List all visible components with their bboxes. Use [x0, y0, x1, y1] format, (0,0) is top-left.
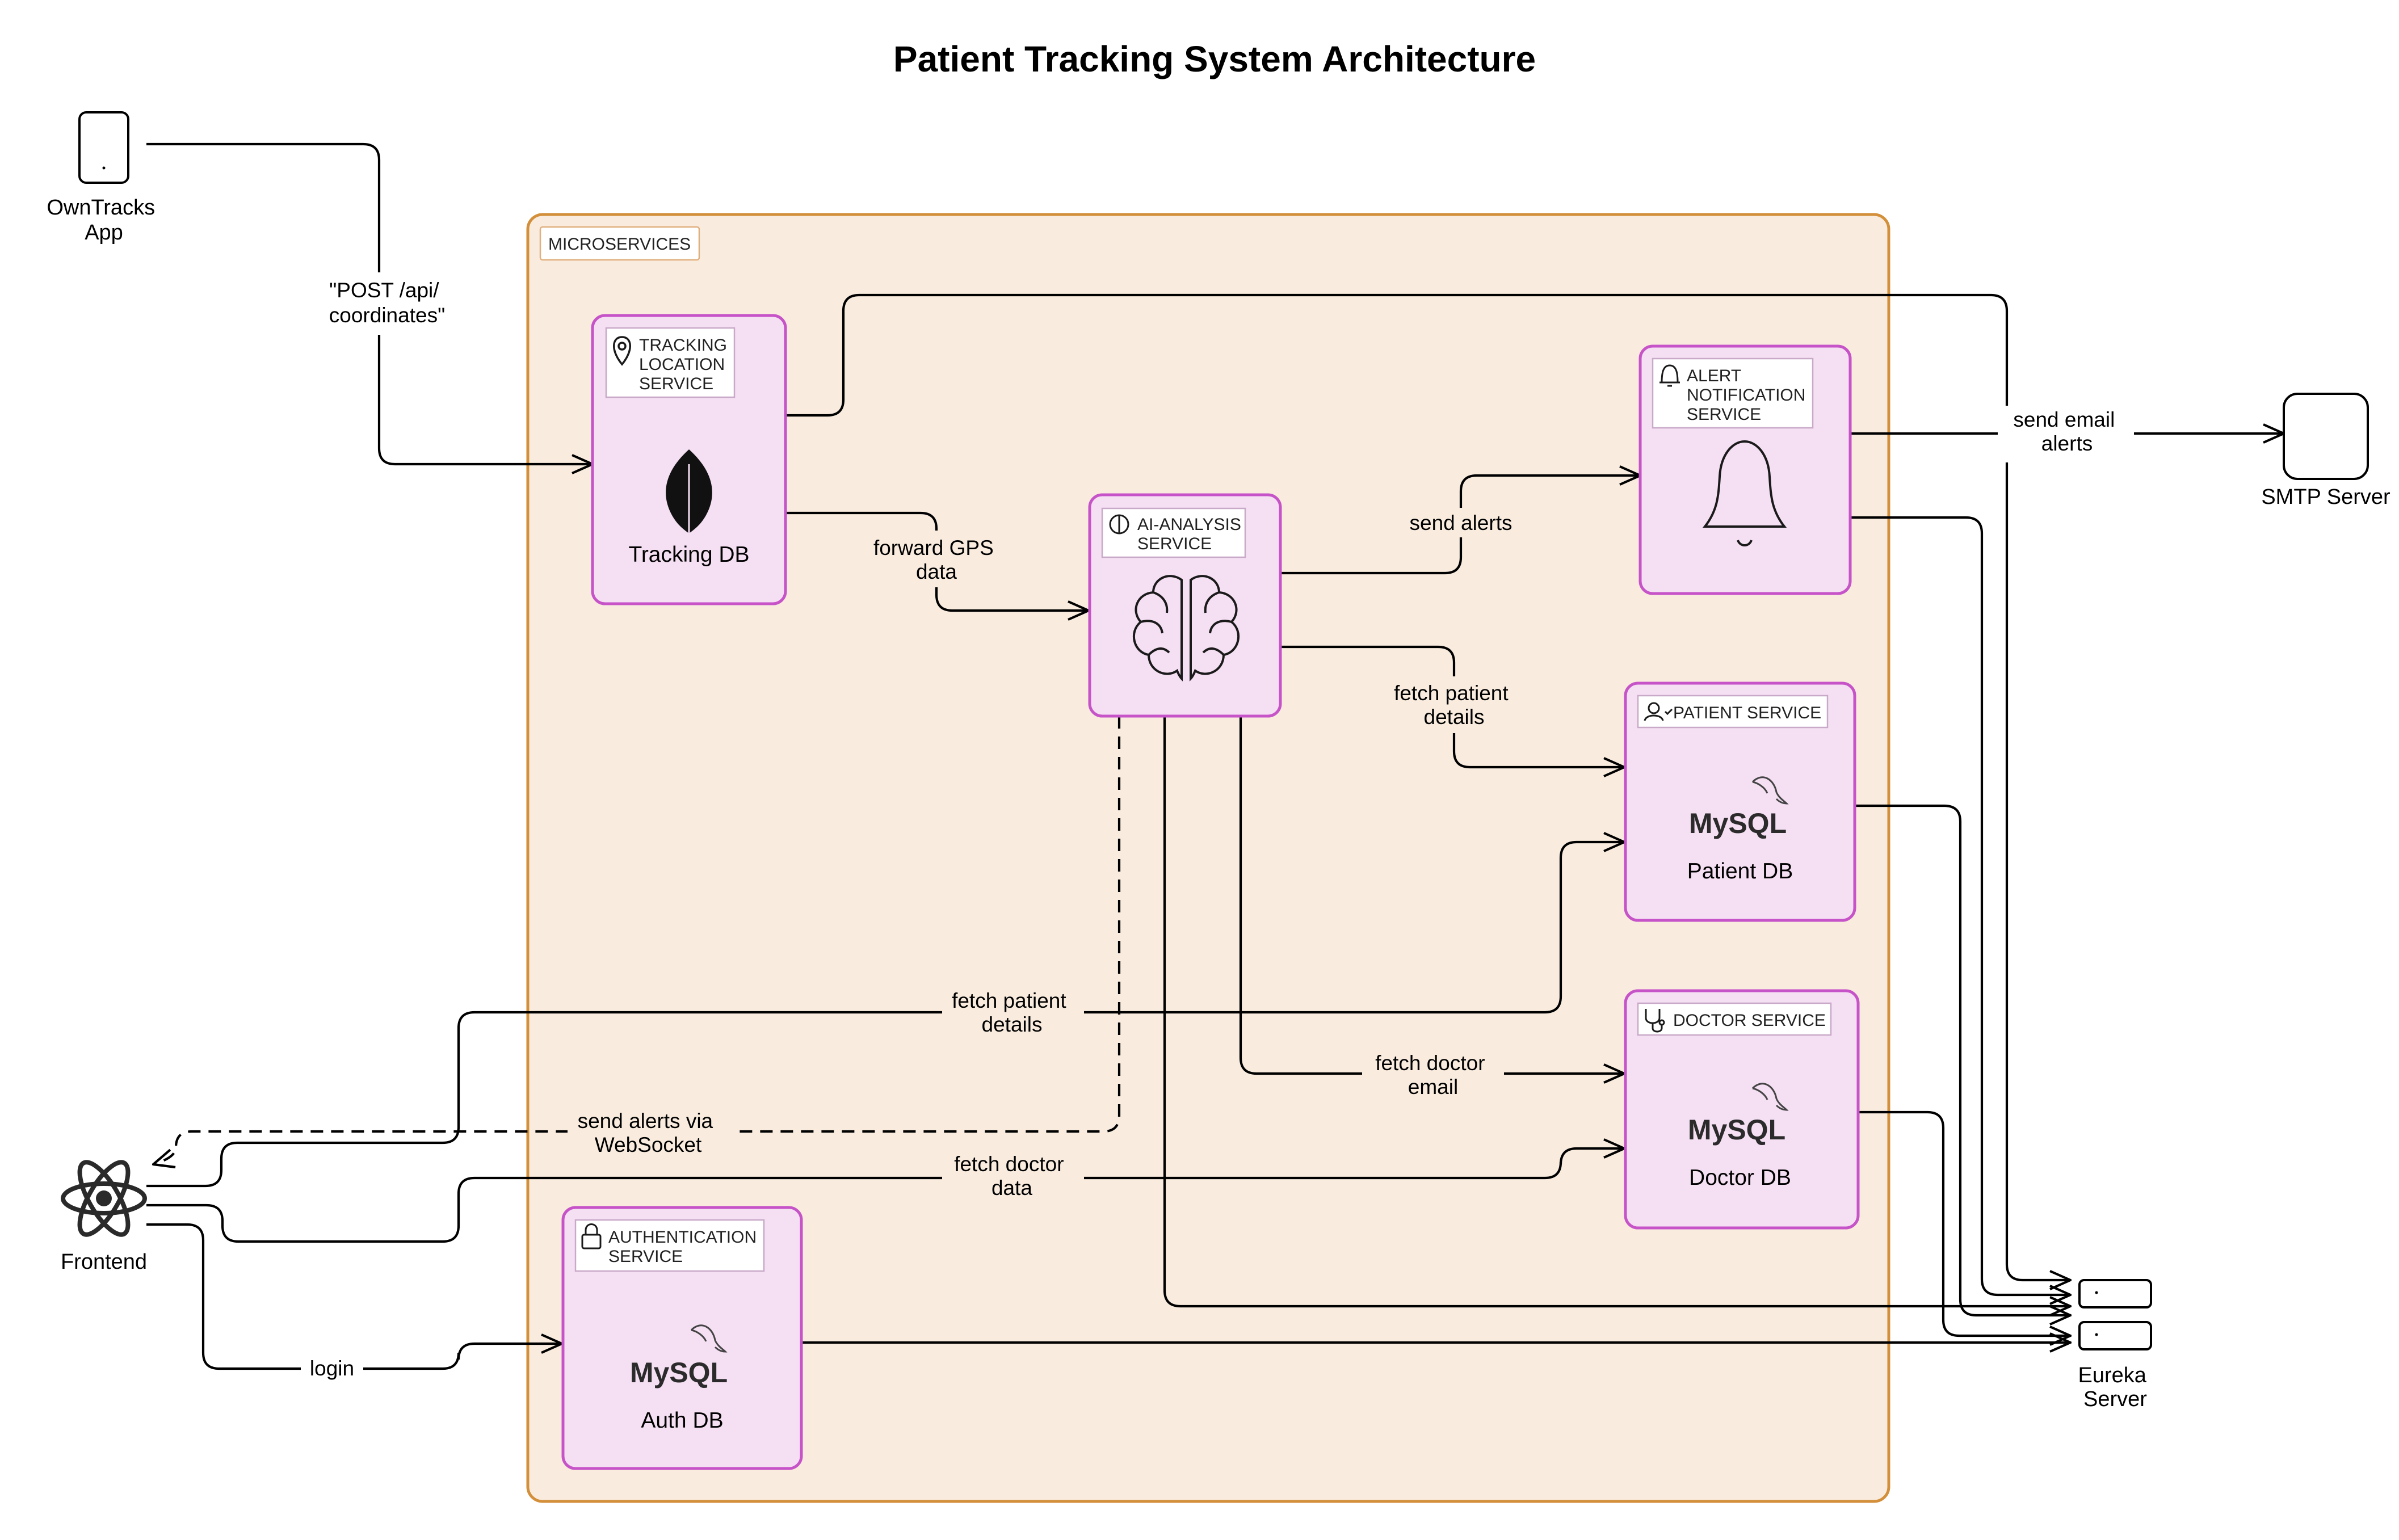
doctor-db-label: Doctor DB	[1689, 1165, 1791, 1190]
doctor-service-title: DOCTOR SERVICE	[1673, 1011, 1826, 1030]
eureka-box-top	[2078, 1279, 2152, 1308]
ai-service-title: AI-ANALYSIS SERVICE	[1137, 515, 1246, 553]
auth-service-title: AUTHENTICATION SERVICE	[608, 1228, 761, 1266]
eureka-box-bottom	[2078, 1321, 2152, 1350]
authentication-service[interactable]: AUTHENTICATION SERVICE MySQL Auth DB	[561, 1206, 803, 1470]
bell-icon-small	[1659, 364, 1680, 387]
edge-ai-eureka	[1163, 716, 2070, 1306]
edge-alert-eureka	[1851, 516, 2070, 1295]
edge-patient-eureka	[1856, 804, 2070, 1315]
edge-tracking-eureka	[785, 293, 2070, 1280]
ai-service-tag	[1101, 507, 1246, 558]
edge-label-bg	[1998, 406, 2134, 462]
lock-icon	[581, 1223, 602, 1249]
edge-label-bg	[1402, 508, 1521, 537]
edge-label-send-alerts-ws: send alerts via WebSocket	[578, 1109, 719, 1156]
react-icon	[61, 1160, 147, 1237]
patient-service-box	[1624, 681, 1856, 922]
eureka-dot	[2095, 1333, 2098, 1336]
auth-service-box	[561, 1206, 803, 1470]
edge-label-fetch-doctor-frontend: fetch doctor data	[954, 1152, 1070, 1200]
microservices-tag	[539, 226, 700, 261]
tracking-location-service[interactable]: TRACKING LOCATION SERVICE Tracking DB	[591, 314, 787, 605]
location-pin-icon	[613, 336, 631, 366]
owntracks-label: OwnTracks App	[47, 196, 161, 245]
edge-label-fetch-doctor-email: fetch doctor email	[1375, 1051, 1491, 1099]
edge-label-forward-gps: forward GPS data	[873, 536, 999, 583]
patient-service-title: PATIENT SERVICE	[1673, 704, 1821, 722]
edge-label-bg	[309, 272, 463, 335]
edge-label-fetch-patient-frontend: fetch patient details	[952, 989, 1072, 1036]
doctor-service-tag	[1637, 1002, 1832, 1036]
doctor-db-brand: MySQL	[1688, 1114, 1785, 1146]
doctor-service[interactable]: DOCTOR SERVICE MySQL Doctor DB	[1624, 989, 1860, 1230]
smtp-box	[2283, 393, 2369, 480]
edge-login	[146, 1223, 562, 1370]
edge-label-bg	[942, 1148, 1084, 1205]
patient-service-tag	[1637, 695, 1829, 729]
patient-service[interactable]: PATIENT SERVICE MySQL Patient DB	[1624, 681, 1856, 922]
mysql-dolphin-icon	[1751, 1083, 1789, 1111]
smtp-label: SMTP Server	[2261, 485, 2390, 509]
bell-icon	[1702, 440, 1787, 546]
ai-analysis-service[interactable]: AI-ANALYSIS SERVICE	[1088, 493, 1282, 718]
patient-db-brand: MySQL	[1689, 807, 1787, 839]
auth-db-brand: MySQL	[630, 1357, 728, 1388]
eureka-dot	[2095, 1291, 2098, 1294]
diagram-title: Patient Tracking System Architecture	[893, 39, 1536, 79]
edge-label-bg	[301, 1354, 363, 1383]
alert-notification-service[interactable]: ALERT NOTIFICATION SERVICE	[1638, 344, 1852, 595]
auth-service-tag	[574, 1219, 765, 1272]
mongodb-leaf-icon	[666, 449, 712, 538]
edge-label-bg	[1385, 676, 1524, 733]
edge-label-bg	[1362, 1046, 1504, 1103]
brain-icon-small	[1109, 514, 1129, 535]
eureka-label: Eureka Server	[2078, 1364, 2153, 1411]
microservices-label: MICROSERVICES	[548, 235, 691, 254]
edge-label-post-coordinates: "POST /api/ coordinates"	[329, 279, 445, 327]
alert-service-tag	[1652, 357, 1814, 429]
phone-icon	[78, 111, 129, 184]
edge-fetch-patient-frontend	[146, 842, 1624, 1188]
tracking-db-label: Tracking DB	[628, 542, 749, 567]
owntracks-node[interactable]: OwnTracks App	[47, 111, 161, 245]
auth-db-label: Auth DB	[641, 1408, 723, 1433]
frontend-label: Frontend	[61, 1250, 147, 1274]
edge-label-fetch-patient-ai: fetch patient details	[1394, 681, 1514, 729]
doctor-service-box	[1624, 989, 1860, 1230]
edge-label-bg	[568, 1105, 732, 1162]
phone-dot	[102, 166, 106, 170]
edge-doctor-eureka	[1859, 1110, 2070, 1336]
brain-icon	[1132, 575, 1240, 681]
frontend-node[interactable]: Frontend	[61, 1156, 147, 1274]
edge-fetch-doctor-frontend	[146, 1148, 1624, 1243]
user-icon	[1644, 702, 1673, 721]
mysql-dolphin-icon	[1751, 776, 1789, 805]
tracking-service-title: TRACKING LOCATION SERVICE	[639, 336, 732, 393]
microservices-container	[526, 213, 1890, 1503]
stethoscope-icon	[1645, 1009, 1665, 1033]
edge-send-alerts-ws	[153, 716, 1121, 1164]
edge-label-send-alerts: send alerts	[1410, 511, 1512, 535]
edge-label-bg	[871, 531, 1002, 587]
eureka-node[interactable]: Eureka Server	[2078, 1279, 2153, 1411]
edge-label-login: login	[310, 1357, 354, 1380]
smtp-node[interactable]: SMTP Server	[2261, 393, 2390, 509]
patient-db-label: Patient DB	[1687, 859, 1793, 883]
edge-label-bg	[942, 984, 1084, 1041]
edge-label-send-email: send email alerts	[2013, 408, 2120, 455]
mysql-dolphin-icon	[690, 1324, 728, 1353]
alert-service-title: ALERT NOTIFICATION SERVICE	[1687, 367, 1810, 424]
edge-fetch-doctor-email	[1239, 716, 1624, 1074]
